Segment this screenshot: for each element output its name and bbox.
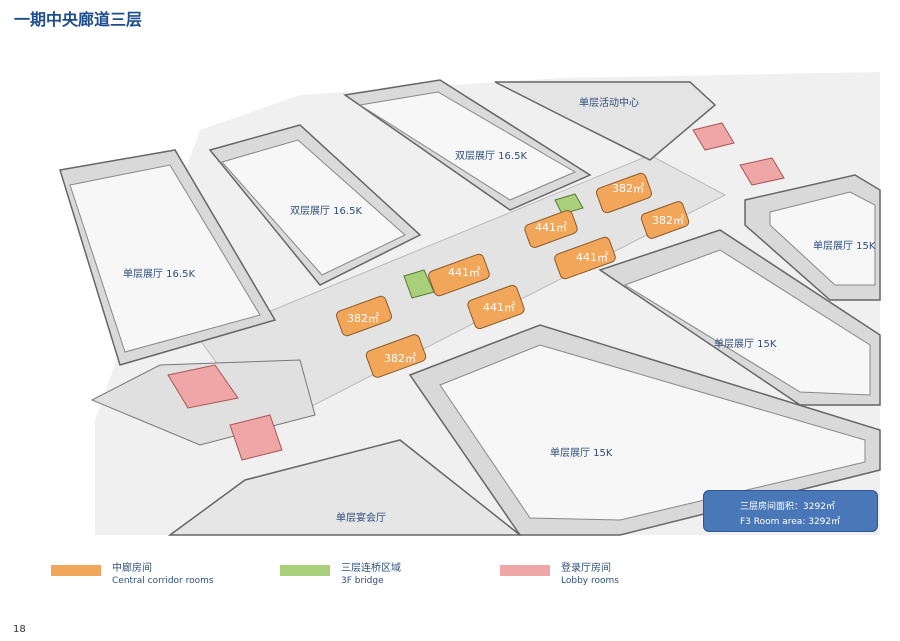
label-hall-3: 双层展厅 16.5K [455, 150, 527, 162]
label-room-r1: 382㎡ [612, 182, 644, 195]
label-hall-8: 单层宴会厅 [336, 511, 386, 524]
info-cn-value: 3292㎡ [803, 502, 835, 512]
bridge-area-2 [554, 193, 584, 215]
info-en-value: 3292㎡ [808, 517, 841, 527]
label-room-r2: 382㎡ [652, 214, 684, 227]
label-room-r3: 441㎡ [535, 221, 567, 234]
label-room-r8: 382㎡ [384, 352, 416, 365]
label-room-r7: 382㎡ [347, 312, 379, 325]
info-en-label: F3 Room area: [740, 517, 806, 527]
banquet-hall-block [167, 439, 523, 536]
corridor-room-r4 [554, 236, 616, 280]
page-title: 一期中央廊道三层 [14, 10, 143, 29]
label-hall-5: 单层展厅 15K [813, 240, 876, 252]
label-hall-6: 单层展厅 15K [714, 338, 777, 350]
lobby-room-4 [229, 414, 283, 461]
legend-label-cn: 中廊房间 [112, 563, 152, 574]
corridor-room-r5 [428, 253, 490, 297]
legend-swatch-pink [500, 565, 550, 576]
legend-swatch-green [280, 565, 330, 576]
area-info-box: 三层房间面积：3292㎡ F3 Room area: 3292㎡ [703, 490, 878, 532]
legend-swatch-orange [51, 565, 101, 576]
label-room-r5: 441㎡ [448, 266, 480, 279]
label-hall-7: 单层展厅 15K [550, 447, 613, 459]
corridor-room-r7 [336, 295, 392, 337]
label-hall-2: 双层展厅 16.5K [290, 205, 362, 217]
lobby-room-1 [692, 122, 735, 151]
corridor-room-r8 [365, 334, 427, 378]
activity-centre-block [494, 81, 717, 161]
label-room-r6: 441㎡ [483, 301, 515, 314]
lobby-room-2 [739, 157, 785, 186]
corridor-room-r2 [640, 201, 690, 239]
page-number: 18 [13, 624, 26, 635]
corridor-room-r1 [596, 172, 652, 214]
corridor-room-r3 [524, 210, 578, 248]
label-hall-4: 单层活动中心 [579, 96, 639, 109]
legend-label-en: Lobby rooms [561, 576, 619, 586]
label-room-r4: 441㎡ [576, 251, 608, 264]
info-cn-label: 三层房间面积： [740, 502, 804, 512]
legend-label-en: Central corridor rooms [112, 576, 214, 586]
legend-label-cn: 登录厅房间 [561, 563, 611, 574]
label-hall-1: 单层展厅 16.5K [123, 268, 195, 280]
lobby-room-3 [167, 364, 239, 409]
corridor-room-r6 [467, 284, 525, 330]
legend-label-cn: 三层连桥区域 [341, 563, 401, 574]
legend-label-en: 3F bridge [341, 576, 384, 586]
